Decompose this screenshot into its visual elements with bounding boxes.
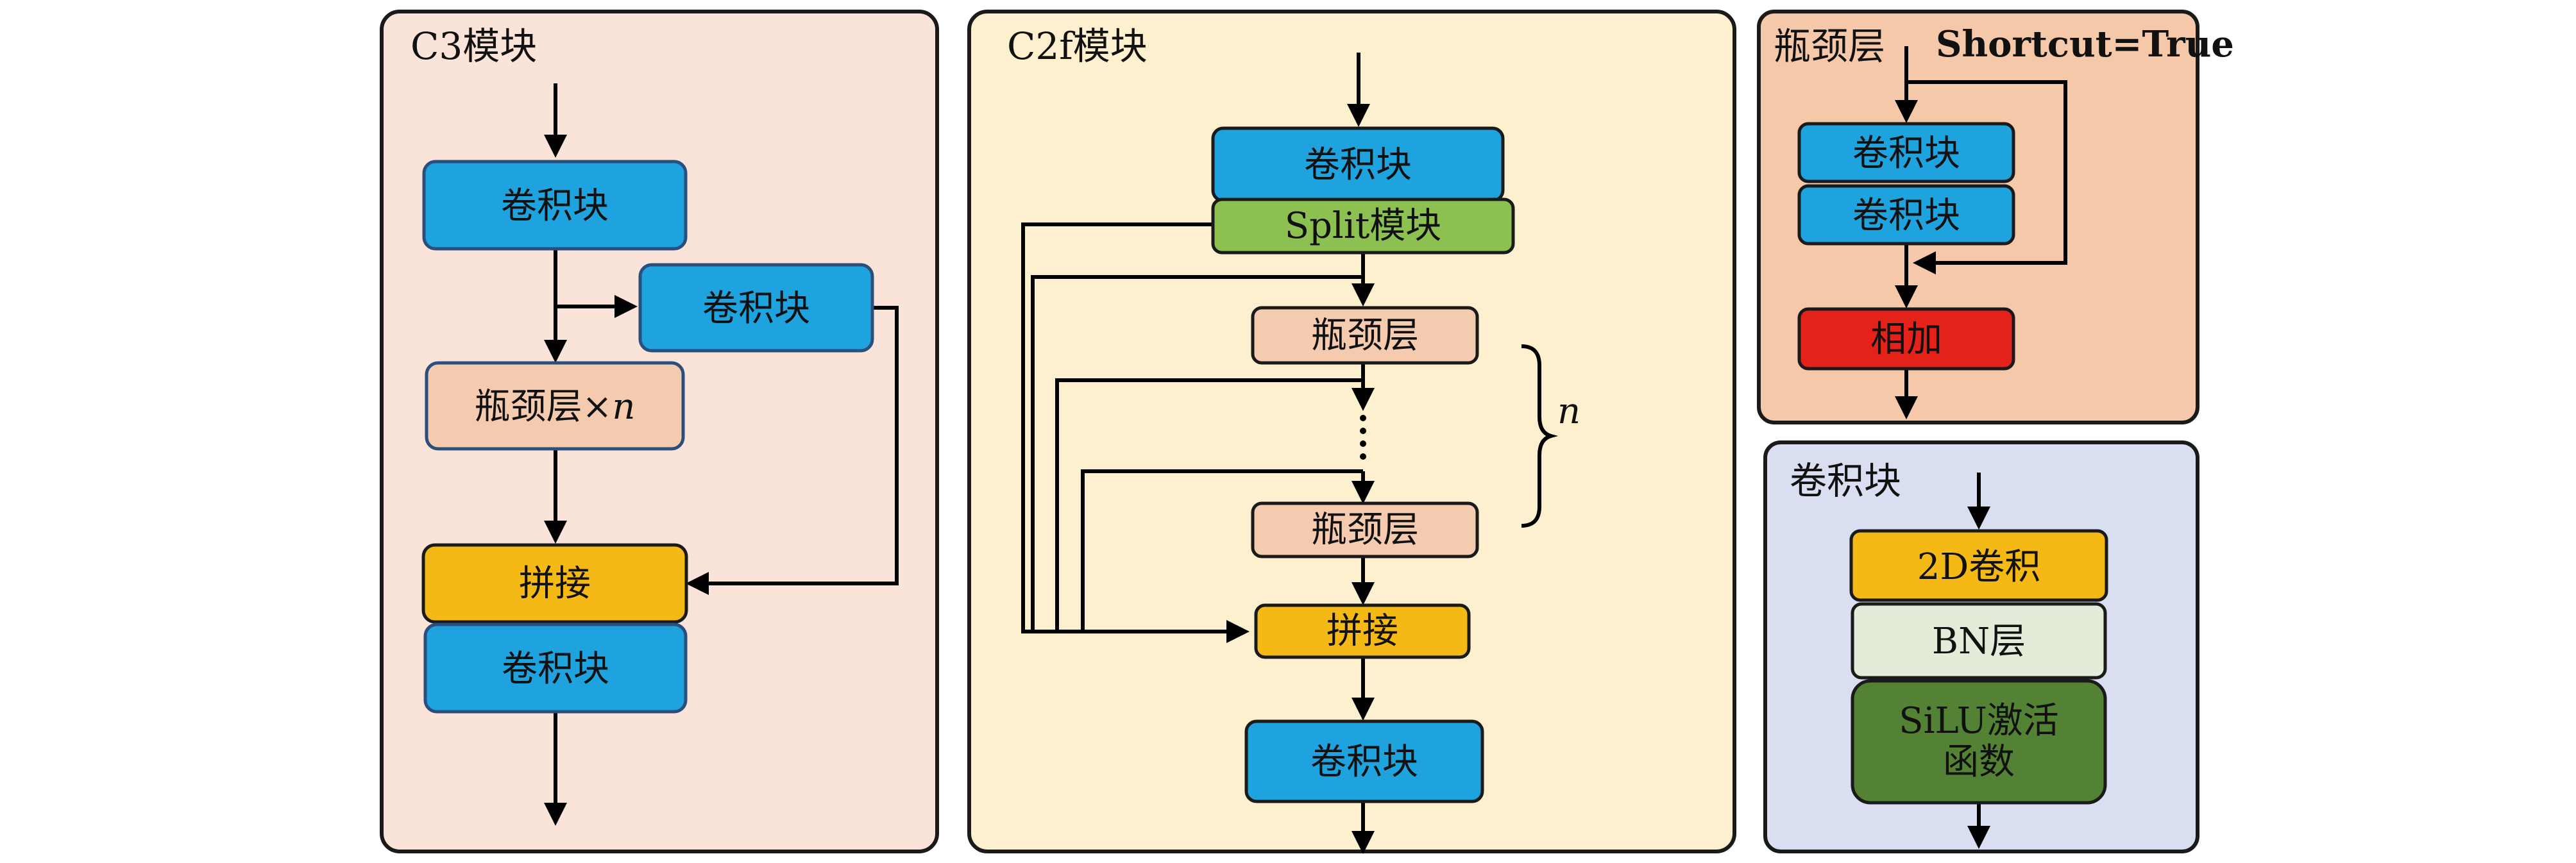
- c2f-bottleneck1-box: [1251, 306, 1479, 365]
- convblock-silu-label-line1: SiLU激活: [1899, 700, 2059, 742]
- convblock-bn-box: [1851, 602, 2107, 680]
- c3-conv-side-box: [638, 263, 874, 353]
- c3-concat-box: [421, 543, 688, 624]
- c2f-concat-box: [1254, 603, 1471, 659]
- panel-c2f-title: C2f模块: [1007, 24, 1148, 68]
- c2f-conv-bottom-label: 卷积块: [1310, 741, 1418, 783]
- c2f-split-bypass-outer: [1021, 222, 1250, 643]
- panel-c3: C3模块 卷积块 卷积块 瓶颈层×n 拼接 卷积块: [380, 10, 939, 853]
- c2f-bottleneck2-box: [1251, 501, 1479, 558]
- c3-side-path-to-concat: [686, 306, 899, 595]
- bottleneck-conv1-label: 卷积块: [1852, 133, 1960, 174]
- c2f-bottleneck2-label: 瓶颈层: [1311, 509, 1419, 551]
- convblock-bn-label: BN层: [1932, 621, 2026, 662]
- panel-c3-title: C3模块: [411, 24, 537, 68]
- c2f-dot-1: [1360, 415, 1366, 421]
- c2f-split-label: Split模块: [1285, 205, 1442, 247]
- convblock-conv2d-box: [1849, 529, 2108, 602]
- c2f-dot-2: [1360, 428, 1366, 434]
- c3-conv-bottom-label: 卷积块: [502, 648, 609, 690]
- bottleneck-shortcut-label: Shortcut=True: [1936, 23, 2234, 65]
- c2f-concat-label: 拼接: [1326, 610, 1398, 652]
- panel-bottleneck: 瓶颈层 Shortcut=True 卷积块 卷积块 相加: [1757, 10, 2234, 424]
- panel-c2f: C2f模块 n 卷积块 Split模块 瓶颈层 瓶颈层 拼接 卷积: [967, 10, 1736, 854]
- convblock-silu-box: [1851, 679, 2107, 805]
- c3-conv-top-label: 卷积块: [501, 185, 609, 227]
- bottleneck-add-box: [1797, 307, 2015, 371]
- c3-concat-label: 拼接: [519, 563, 591, 605]
- convblock-silu-label-line2: 函数: [1943, 741, 2015, 783]
- c3-bottleneck-text: 瓶颈层×: [475, 386, 613, 428]
- bottleneck-conv2-box: [1797, 184, 2015, 246]
- panel-convblock: 卷积块 2D卷积 BN层 SiLU激活 函数: [1763, 440, 2199, 853]
- c3-bottleneck-box: [425, 361, 685, 451]
- c2f-split-box: [1211, 197, 1515, 255]
- bottleneck-conv1-box: [1797, 122, 2015, 183]
- c2f-conv-top-label: 卷积块: [1304, 144, 1412, 186]
- c3-bottleneck-label: 瓶颈层×n: [475, 386, 636, 428]
- c2f-bottleneck1-label: 瓶颈层: [1311, 315, 1419, 356]
- c3-conv-bottom-box: [423, 623, 688, 714]
- panel-bottleneck-title: 瓶颈层: [1774, 24, 1885, 68]
- c2f-repeat-brace: [1521, 344, 1559, 528]
- c2f-mid-bypass: [1081, 469, 1363, 632]
- c2f-repeat-n-label: n: [1557, 390, 1580, 432]
- c3-conv-top-box: [422, 160, 688, 251]
- c2f-bottleneck1-bypass: [1055, 378, 1363, 632]
- c2f-dot-3: [1360, 440, 1366, 447]
- panel-convblock-title: 卷积块: [1790, 459, 1901, 503]
- c2f-conv-bottom-box: [1244, 719, 1484, 803]
- bottleneck-add-label: 相加: [1870, 319, 1942, 360]
- c2f-split-bypass-2: [1031, 275, 1363, 632]
- convblock-conv2d-label: 2D卷积: [1917, 546, 2041, 588]
- bottleneck-shortcut-path: [1906, 80, 2067, 274]
- c3-bottleneck-n: n: [612, 386, 635, 428]
- c3-conv-side-label: 卷积块: [702, 288, 810, 330]
- c2f-dot-4: [1360, 453, 1366, 460]
- bottleneck-conv2-label: 卷积块: [1852, 195, 1960, 237]
